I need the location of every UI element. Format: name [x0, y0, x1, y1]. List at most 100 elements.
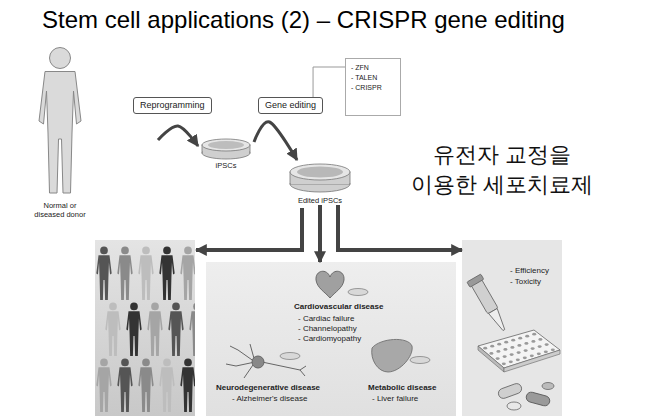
process-box: Gene editing [258, 97, 323, 114]
curved-arrow [158, 126, 198, 146]
well [509, 361, 513, 364]
well-plate [478, 330, 560, 368]
slide-title: Stem cell applications (2) – CRISPR gene… [42, 6, 565, 34]
tool-item: - ZFN [351, 63, 395, 73]
step-label: Reprogramming [140, 100, 205, 111]
person-silhouette [159, 247, 174, 300]
well [530, 355, 534, 358]
well [532, 333, 536, 336]
leader-line [313, 67, 345, 97]
well [524, 342, 528, 345]
well [538, 338, 542, 341]
neuron-icon [226, 344, 306, 378]
person-silhouette [105, 303, 120, 356]
well [503, 348, 507, 351]
disease-text: Neurodegenerative disease [216, 383, 320, 393]
petri-dish-node: iPSCs [198, 136, 254, 170]
person-silhouette [147, 303, 162, 356]
well [517, 351, 521, 354]
well [544, 351, 548, 354]
well [524, 349, 528, 352]
population-panel [95, 240, 195, 416]
well [496, 350, 500, 353]
well [504, 341, 508, 344]
well [503, 355, 507, 358]
well [510, 346, 514, 349]
person-silhouette [117, 359, 132, 412]
flow-arrow [318, 205, 322, 262]
well [489, 352, 493, 355]
tool-item: - TALEN [351, 73, 395, 83]
person-silhouette [180, 247, 195, 300]
donor-figure [39, 48, 81, 194]
well [490, 345, 494, 348]
donor-figure-node: Normal or diseased donor [18, 45, 158, 230]
petri-dish [202, 139, 250, 159]
heart-icon [316, 271, 344, 298]
step-label: Gene editing [265, 100, 316, 111]
well [545, 343, 549, 346]
well [523, 357, 527, 360]
well [518, 337, 522, 340]
person-silhouette [96, 359, 111, 412]
petri-dish-node: Edited iPSCs [285, 160, 355, 205]
well [511, 339, 515, 342]
well [496, 357, 500, 360]
assay-text: - Efficiency [510, 266, 549, 276]
assay-text: - Toxicity [510, 277, 541, 287]
branch-arrow [196, 208, 302, 250]
well-plate-side [478, 346, 504, 372]
well [531, 340, 535, 343]
cell-label: Edited iPSCs [285, 196, 355, 205]
well [483, 347, 487, 350]
disease-text: Cardiovascular disease [294, 302, 383, 312]
well [525, 335, 529, 338]
person-silhouette [159, 359, 174, 412]
small-dish [280, 353, 300, 360]
process-box: Reprogramming [133, 97, 212, 114]
disease-text: - Cardiac failure [298, 314, 354, 324]
donor-figure [39, 48, 81, 194]
screening-panel: - Efficiency- Toxicity [462, 240, 562, 416]
well [538, 345, 542, 348]
tool-list-box: - ZFN- TALEN- CRISPR [345, 58, 401, 116]
person-silhouette [126, 303, 141, 356]
well [516, 359, 520, 362]
person-silhouette [168, 303, 183, 356]
disease-text: - Cardiomyopathy [298, 334, 361, 344]
well-plate-wells [483, 333, 555, 365]
well [537, 353, 541, 356]
disease-panel-ground [206, 262, 456, 416]
pipette-icon [467, 274, 511, 334]
population-crowd [96, 247, 195, 412]
donor-label: Normal or diseased donor [28, 201, 92, 219]
well [510, 353, 514, 356]
disease-text: Metabolic disease [368, 383, 436, 393]
disease-text: - Liver failure [372, 394, 418, 404]
well [517, 344, 521, 347]
well-plate-side [504, 350, 560, 372]
small-dish [410, 357, 430, 364]
small-dish [348, 289, 368, 296]
disease-panel: Cardiovascular disease- Cardiac failure-… [206, 262, 456, 416]
petri-dish [290, 164, 350, 192]
person-silhouette [96, 247, 111, 300]
well [502, 363, 506, 366]
person-silhouette [180, 359, 195, 412]
well [531, 347, 535, 350]
disease-text: - Channelopathy [298, 324, 357, 334]
flow-arrow [338, 205, 462, 250]
person-silhouette [189, 303, 195, 356]
well [497, 343, 501, 346]
screening-panel-ground [462, 240, 562, 416]
person-silhouette [138, 247, 153, 300]
cell-label: iPSCs [198, 161, 254, 170]
well [551, 349, 555, 352]
pills-icon [497, 382, 554, 410]
disease-text: - Alzheimer's disease [232, 394, 307, 404]
person-silhouette [138, 359, 153, 412]
korean-caption: 유전자 교정을 이용한 세포치료제 [402, 140, 602, 199]
curved-arrow [254, 122, 297, 160]
